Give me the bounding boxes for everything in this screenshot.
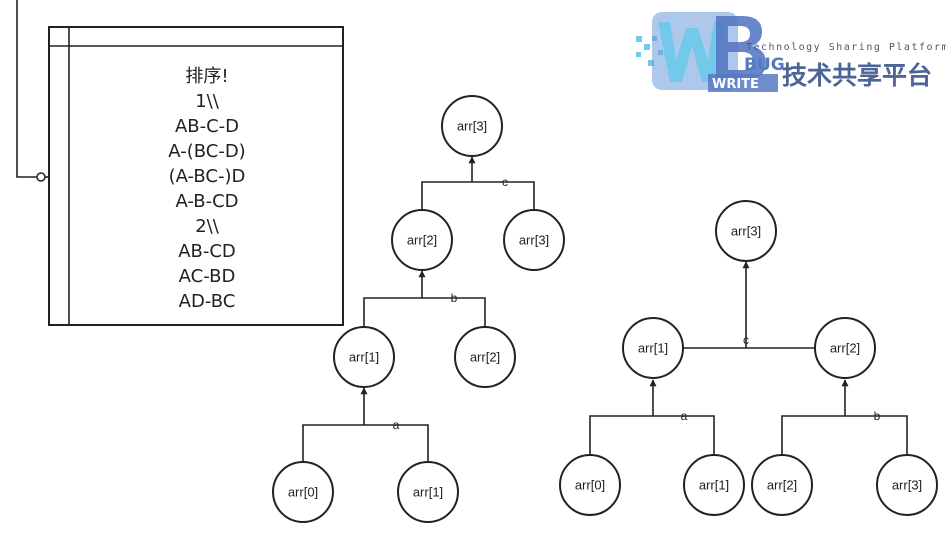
node-t2-arr1-inner [622, 317, 684, 379]
node-t1-arr1-inner [333, 326, 395, 388]
node-label: arr[2] [767, 477, 797, 492]
node-label: arr[1] [638, 340, 668, 355]
node-t1-arr2-inner [391, 209, 453, 271]
brand-subtitle: Technology Sharing Platform [746, 42, 946, 53]
brand-cn-title: 技术共享平台 [782, 61, 932, 90]
wb-logo-icon [652, 12, 766, 90]
note-line-7: 2\\ [195, 216, 220, 237]
node-label: arr[0] [575, 477, 605, 492]
node-t1-arr3-root [441, 95, 503, 157]
brand-bug-text: BUG [744, 55, 785, 75]
edge-label-c-tree1: c [502, 175, 508, 189]
note-line-3: AB-C-D [175, 116, 239, 137]
node-t2-arr1-leaf [683, 454, 745, 516]
node-label: arr[3] [892, 477, 922, 492]
note-line-9: AC-BD [179, 266, 236, 287]
node-t2-arr0-leaf [559, 454, 621, 516]
node-t2-arr3-leaf [876, 454, 938, 516]
brand-write-text: WRITE [712, 77, 759, 92]
node-t2-arr3-root [715, 200, 777, 262]
note-line-4: A-(BC-D) [168, 141, 245, 162]
pixel-icon [636, 36, 663, 66]
node-label: arr[2] [470, 349, 500, 364]
note-line-8: AB-CD [178, 241, 236, 262]
edge-label-b-tree1: b [451, 291, 458, 305]
node-t2-arr2-leaf [751, 454, 813, 516]
edge-label-b-tree2: b [874, 409, 881, 423]
note-line-1: 排序! [185, 66, 228, 87]
node-t1-arr3-leaf [503, 209, 565, 271]
note-connector [16, 0, 49, 182]
note-line-10: AD-BC [179, 291, 236, 312]
node-label: arr[1] [413, 484, 443, 499]
node-label: arr[3] [457, 118, 487, 133]
node-t2-arr2-inner [814, 317, 876, 379]
node-t1-arr2-leaf [454, 326, 516, 388]
node-t1-arr1-leaf [397, 461, 459, 523]
node-label: arr[1] [699, 477, 729, 492]
node-label: arr[1] [349, 349, 379, 364]
note-line-5: (A-BC-)D [169, 166, 246, 187]
note-line-6: A-B-CD [175, 191, 238, 212]
edge-label-a-tree1: a [393, 418, 400, 432]
node-t1-arr0-leaf [272, 461, 334, 523]
node-label: arr[2] [830, 340, 860, 355]
node-label: arr[2] [407, 232, 437, 247]
node-label: arr[3] [519, 232, 549, 247]
tree-pairwise: c a b arr[3] arr[1] arr[2] arr[0] arr[1]… [559, 200, 938, 516]
note-box: 排序! 1\\ AB-C-D A-(BC-D) (A-BC-)D A-B-CD … [48, 26, 344, 326]
node-label: arr[0] [288, 484, 318, 499]
edge-label-a-tree2: a [681, 409, 688, 423]
note-line-2: 1\\ [195, 91, 220, 112]
brand-watermark: BUG WRITE Technology Sharing Platform 技术… [636, 12, 946, 92]
node-label: arr[3] [731, 223, 761, 238]
edge-label-c-tree2: c [743, 333, 749, 347]
tree-sequential: c b a arr[3] arr[2] arr[3] arr[1] arr[2]… [272, 95, 565, 523]
